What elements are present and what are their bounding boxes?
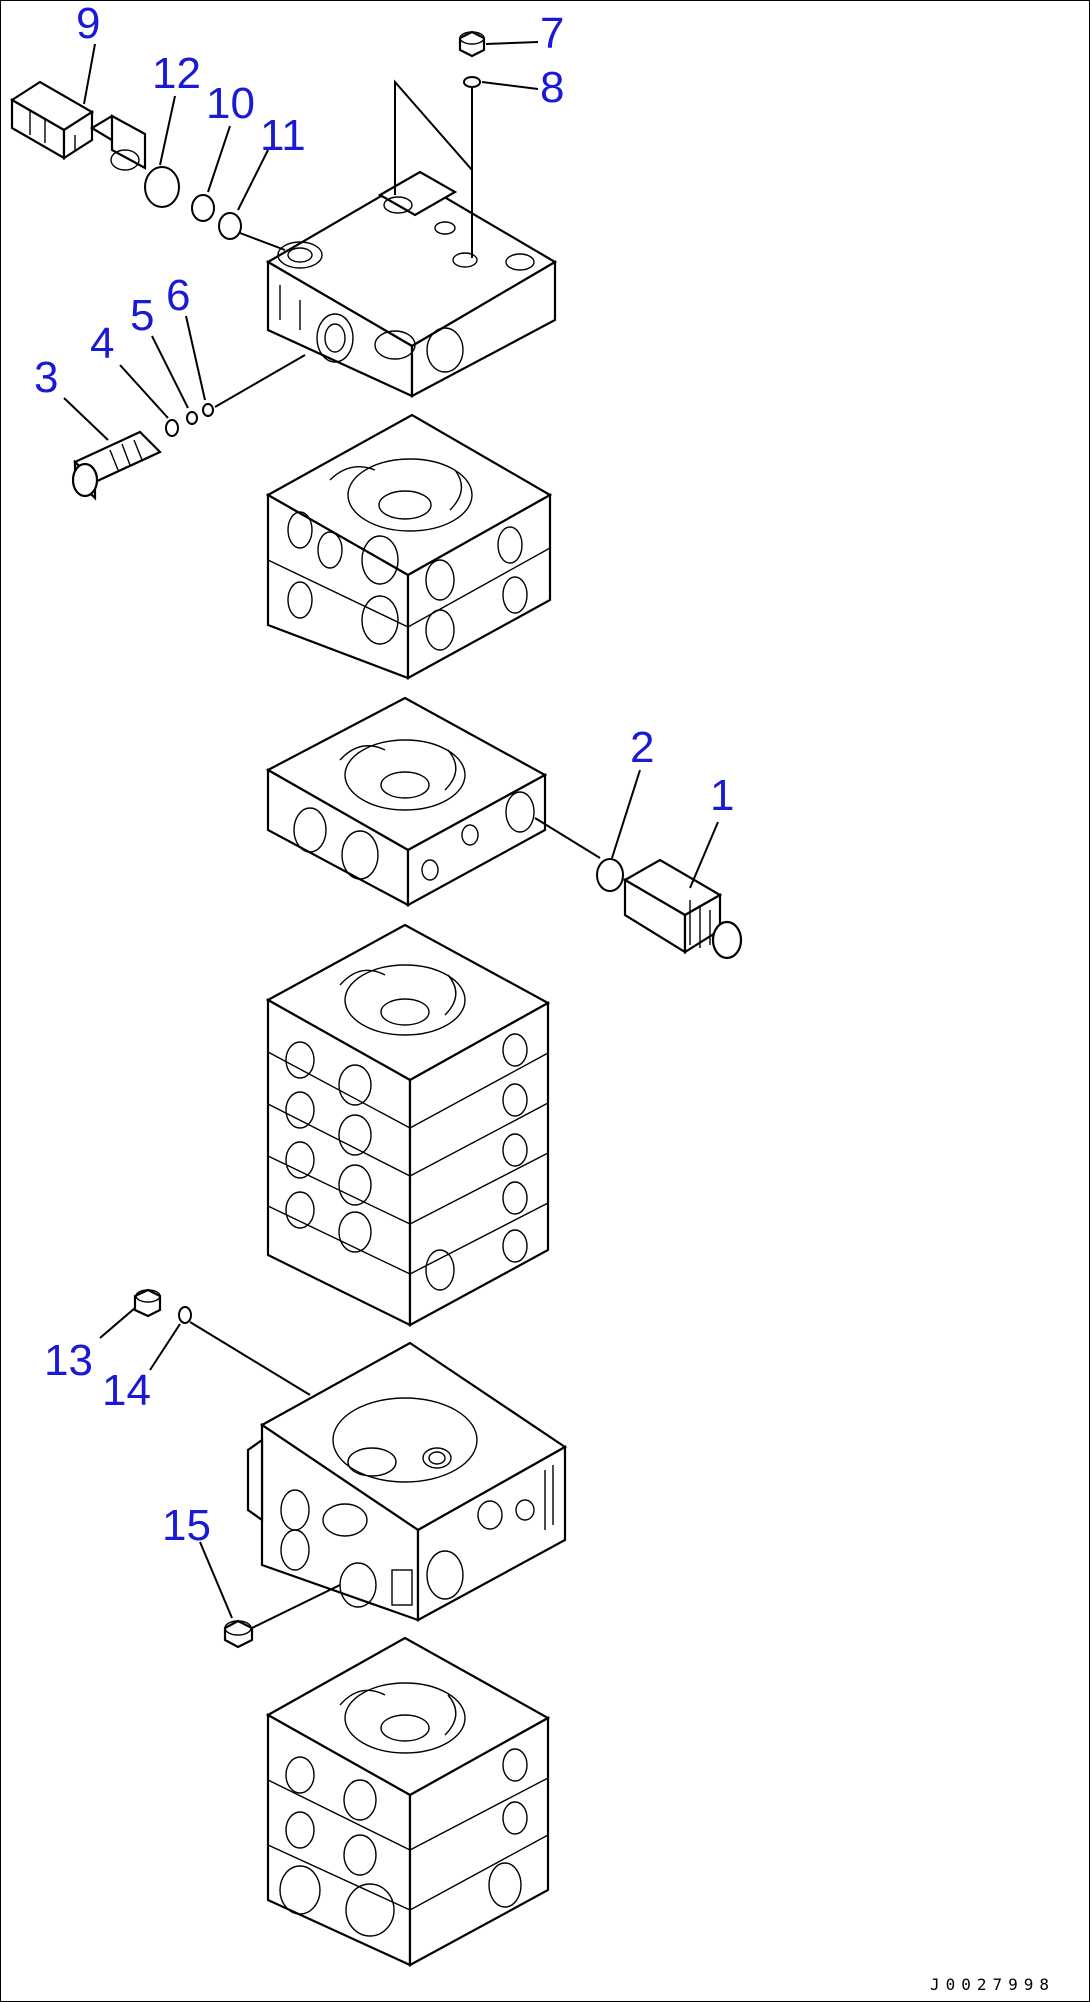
callout-7: 7 <box>540 9 564 58</box>
callout-9: 9 <box>76 0 100 48</box>
part-5-ring <box>186 411 198 425</box>
assembly-line <box>394 79 473 195</box>
assembly-line <box>534 817 601 859</box>
callout-11: 11 <box>260 111 306 160</box>
valve-section-4 <box>265 923 551 1327</box>
drawing-code: J0027998 <box>930 1975 1055 1994</box>
callout-3: 3 <box>34 353 58 402</box>
callout-2: 2 <box>630 723 654 772</box>
leader-lines <box>63 41 719 1619</box>
part-6-ring <box>202 403 214 417</box>
assembly-line <box>214 354 306 408</box>
valve-section-3 <box>265 696 548 907</box>
callout-12: 12 <box>152 49 201 98</box>
assembly-line <box>239 232 286 251</box>
callout-6: 6 <box>166 271 190 320</box>
assembly-line <box>189 1321 311 1396</box>
callout-labels: 1 2 3 4 5 6 7 8 9 10 11 12 13 14 15 <box>34 0 734 1550</box>
valve-section-5 <box>246 1341 568 1622</box>
part-10-o-ring <box>191 194 215 222</box>
callout-1: 1 <box>710 771 734 820</box>
callout-14: 14 <box>102 1366 151 1415</box>
part-2-o-ring <box>596 858 624 892</box>
valve-section-6 <box>265 1636 551 1967</box>
valve-section-2 <box>265 413 553 680</box>
assembly-line <box>251 1584 341 1629</box>
callout-15: 15 <box>162 1501 211 1550</box>
part-3-valve <box>71 430 162 501</box>
part-8-o-ring <box>463 76 481 88</box>
callout-13: 13 <box>44 1336 93 1385</box>
part-4-ring <box>165 419 179 437</box>
part-12-o-ring <box>144 166 180 208</box>
part-9-valve <box>9 80 147 171</box>
callout-5: 5 <box>130 291 154 340</box>
callout-10: 10 <box>206 79 255 128</box>
callout-4: 4 <box>90 319 114 368</box>
callout-8: 8 <box>540 63 564 112</box>
part-14-ring <box>178 1306 192 1324</box>
part-15-plug <box>223 1619 254 1649</box>
top-valve-block <box>265 170 558 398</box>
part-1-valve <box>622 858 743 960</box>
part-11-o-ring <box>218 212 242 240</box>
part-7-plug <box>458 30 486 58</box>
part-13-plug <box>133 1288 162 1318</box>
